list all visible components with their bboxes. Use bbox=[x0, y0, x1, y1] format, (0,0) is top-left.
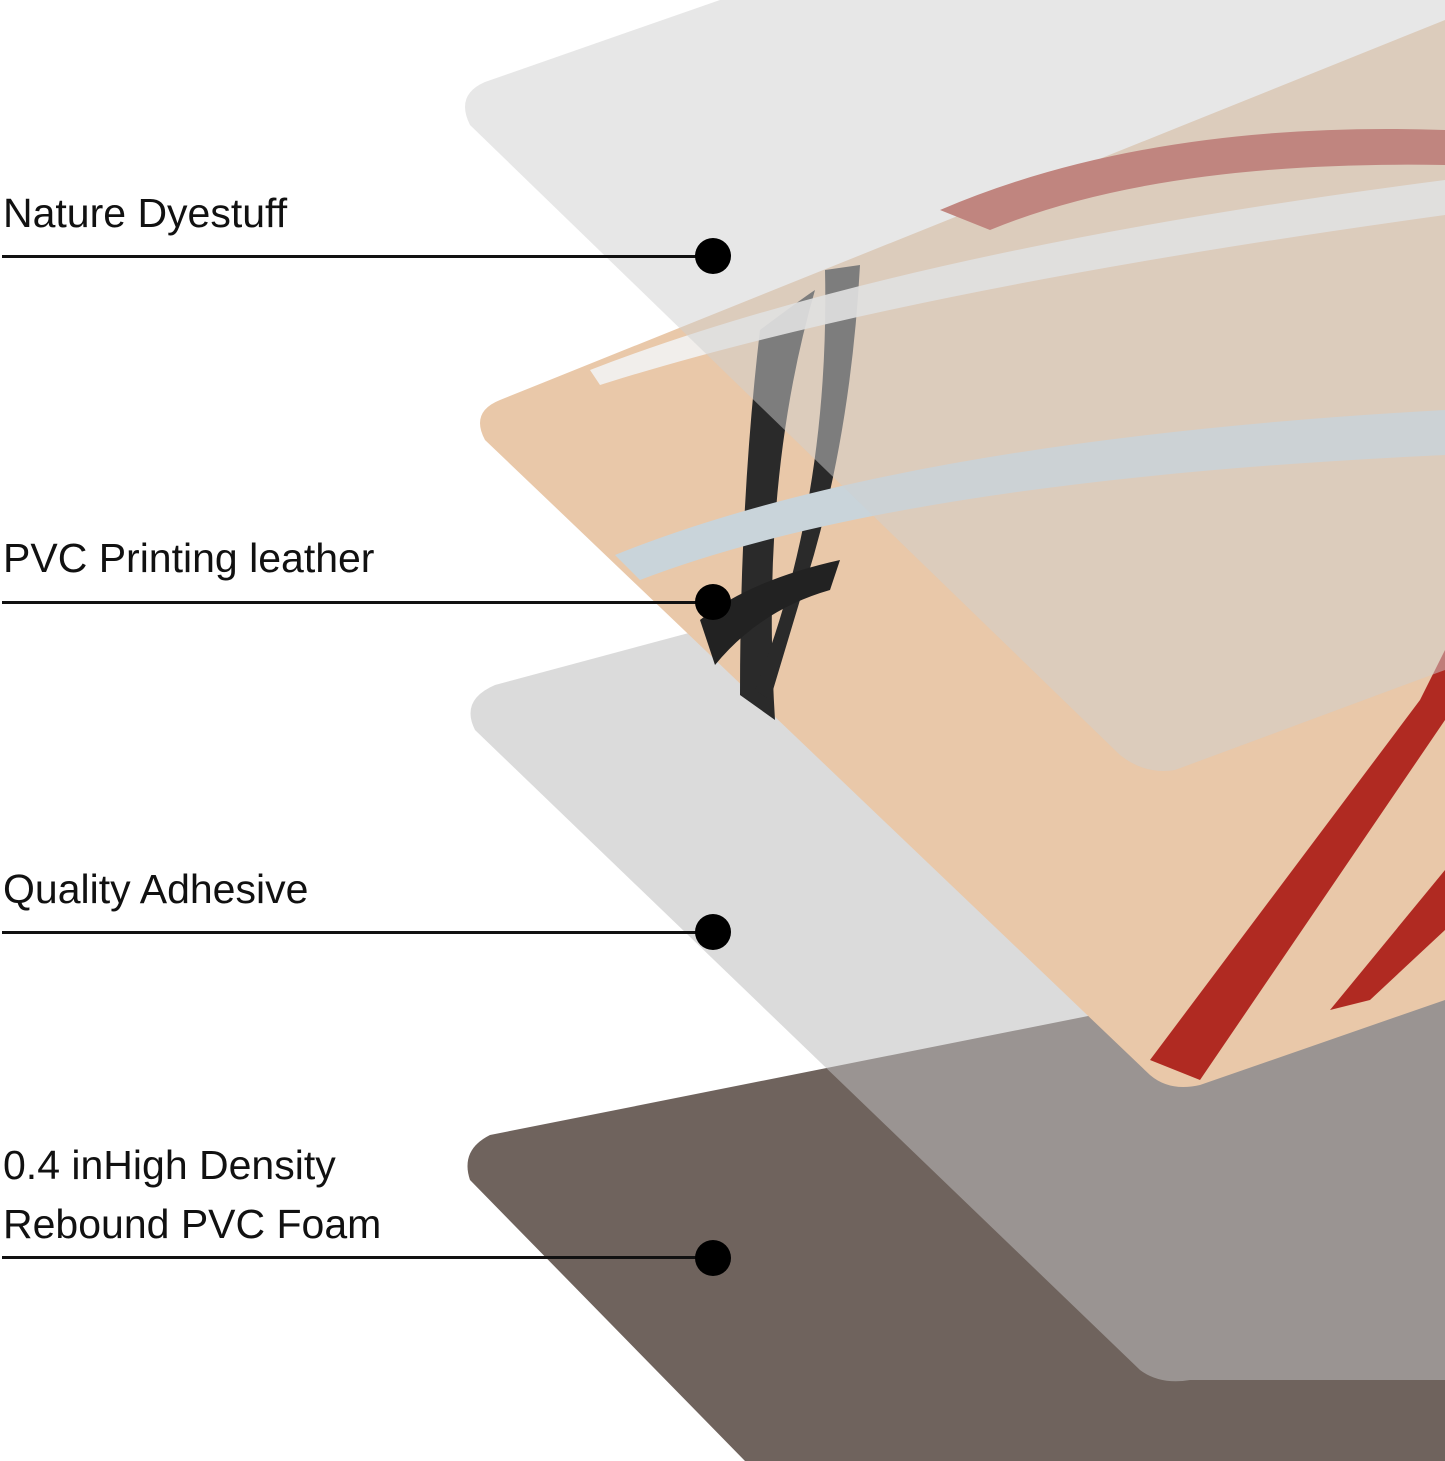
leader-dot bbox=[695, 584, 731, 620]
leader-line bbox=[2, 931, 714, 934]
black-stripe bbox=[700, 560, 840, 665]
leader-dot bbox=[695, 914, 731, 950]
red-stripe bbox=[1150, 650, 1445, 1080]
leader-dot bbox=[695, 1240, 731, 1276]
layer-label-leather: PVC Printing leather bbox=[3, 535, 375, 581]
layer-label-foam-line1: 0.4 inHigh Density bbox=[3, 1142, 336, 1188]
leader-line bbox=[2, 1256, 714, 1259]
leader-line bbox=[2, 255, 714, 258]
leader-line bbox=[2, 601, 714, 604]
leader-dot bbox=[695, 238, 731, 274]
top-film-layer bbox=[465, 0, 1445, 771]
layer-label-adhesive: Quality Adhesive bbox=[3, 866, 309, 912]
red-stripe bbox=[1330, 870, 1445, 1010]
layer-label-dyestuff: Nature Dyestuff bbox=[3, 190, 288, 236]
layer-label-foam-line2: Rebound PVC Foam bbox=[3, 1201, 382, 1247]
